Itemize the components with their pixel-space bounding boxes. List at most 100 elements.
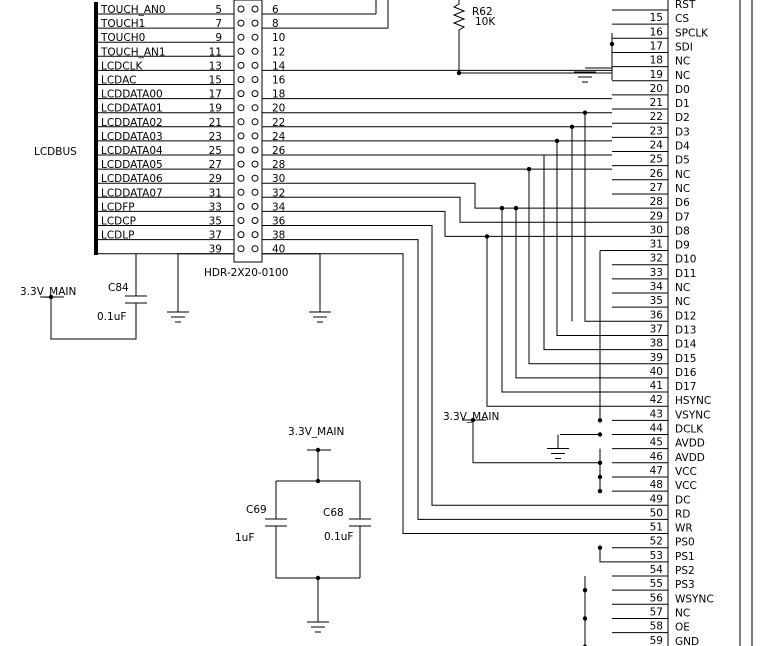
wire: [262, 239, 612, 520]
header-pin-circle: [237, 146, 245, 154]
header-pin-circle: [251, 19, 259, 27]
lcd-pin-name: D1: [675, 98, 690, 110]
lcd-pin-number: 23: [650, 125, 663, 137]
header-pin-even: 16: [272, 75, 286, 87]
lcd-pin-number: 27: [650, 182, 663, 194]
wire: [50, 297, 137, 340]
lcd-pin-number: 22: [650, 111, 663, 123]
header-pin-odd: 23: [209, 131, 222, 143]
lcd-pin-number: 20: [650, 83, 663, 95]
bus-signal-label: LCDDATA03: [101, 131, 163, 143]
header-pin-circle: [237, 118, 245, 126]
bus-signal-label: LCDDATA07: [101, 187, 163, 199]
lcd-pin-name: WSYNC: [675, 593, 714, 605]
wire: [262, 225, 612, 506]
lcd-pin-number: 31: [650, 239, 663, 251]
header-pin-odd: 27: [209, 159, 222, 171]
resistor-value: 10K: [475, 16, 496, 28]
lcd-pin-name: PS1: [675, 551, 695, 563]
lcd-pin-number: 54: [650, 564, 664, 576]
header-pin-circle: [251, 132, 259, 140]
header-pin-circle: [251, 47, 259, 55]
lcd-pin-number: 46: [650, 451, 664, 463]
lcd-pin-number: 37: [650, 323, 663, 335]
junction-dot: [582, 616, 588, 621]
lcd-pin-number: 16: [650, 26, 664, 38]
lcd-pin-number: 36: [650, 309, 664, 321]
header-pin-circle: [251, 174, 259, 182]
lcd-pin-number: 59: [650, 635, 663, 646]
wire: [262, 253, 612, 535]
lcd-pin-number: 48: [650, 479, 663, 491]
header-pin-circle: [237, 245, 245, 253]
c68-ref: C68: [323, 507, 344, 519]
wire: [472, 420, 600, 464]
bus-signal-label: LCDLP: [101, 230, 134, 242]
lcd-pin-number: 44: [650, 423, 664, 435]
bus-signal-label: LCDDATA02: [101, 117, 163, 129]
lcd-pin-number: 15: [650, 12, 663, 24]
bus-signal-label: TOUCH_AN1: [100, 46, 166, 58]
bus-signal-label: TOUCH1: [100, 18, 145, 30]
lcd-pin-name: D2: [675, 112, 690, 124]
header-pin-even: 34: [272, 201, 286, 213]
header-pin-odd: 5: [215, 4, 222, 16]
lcd-pin-name: D16: [675, 367, 697, 379]
lcd-pin-number: 34: [650, 281, 664, 293]
lcd-pin-name: NC: [675, 70, 690, 82]
header-pin-odd: 9: [215, 32, 222, 44]
lcd-pin-number: 53: [650, 550, 663, 562]
lcd-pin-name: AVDD: [675, 452, 705, 464]
lcd-pin-number: 35: [650, 295, 663, 307]
resistor-r62: [452, 0, 466, 73]
junction-dot: [582, 587, 588, 593]
lcd-pin-name: WR: [675, 523, 693, 535]
junction-dot: [315, 478, 321, 484]
lcd-pin-number: 52: [650, 536, 663, 548]
lcd-pin-number: 25: [650, 154, 663, 166]
header-pin-odd: 13: [209, 60, 222, 72]
c69-ref: C69: [246, 504, 267, 516]
header-pin-circle: [251, 231, 259, 239]
wire: [486, 236, 612, 407]
header-pin-odd: 29: [209, 173, 222, 185]
lcd-pin-name: D17: [675, 381, 696, 393]
lcd-pin-number: 42: [650, 394, 663, 406]
header-pin-even: 36: [272, 216, 286, 228]
header-pin-odd: 21: [209, 117, 222, 129]
bus-signal-label: LCDDATA05: [101, 159, 163, 171]
header-pin-circle: [237, 19, 245, 27]
wire: [515, 208, 612, 379]
bus-signal-label: LCDAC: [101, 75, 136, 87]
header-pin-circle: [251, 33, 259, 41]
wire: [262, 182, 612, 209]
lcd-pin-name: NC: [675, 56, 690, 68]
lcd-pin-name: D7: [675, 211, 690, 223]
header-pin-odd: 17: [209, 89, 222, 101]
lcd-pin-number: 32: [650, 253, 663, 265]
junction-dot: [597, 418, 603, 423]
bus-signal-label: LCDCLK: [101, 60, 143, 72]
power-label-left: 3.3V_MAIN: [20, 286, 76, 298]
c68-value: 0.1uF: [324, 531, 353, 543]
header-pin-circle: [237, 76, 245, 83]
header-pin-even: 10: [272, 32, 285, 44]
wire: [584, 112, 612, 322]
bus-signal-label: LCDDATA01: [101, 103, 163, 115]
lcd-pin-number: 45: [650, 437, 663, 449]
lcd-pin-name: D8: [675, 225, 690, 237]
lcd-pin-name: NC: [675, 169, 690, 181]
bus-signal-label: LCDFP: [101, 201, 135, 213]
header-pin-odd: 37: [209, 230, 222, 242]
bus-signal-label: LCDDATA04: [101, 145, 163, 157]
bus-signal-label: TOUCH_AN0: [100, 4, 166, 16]
lcd-pin-number: 51: [650, 522, 663, 534]
lcd-pin-name: AVDD: [675, 438, 705, 450]
lcd-pin-name: NC: [675, 282, 690, 294]
header-pin-even: 40: [272, 244, 285, 256]
header-pin-odd: 7: [215, 18, 222, 30]
lcd-pin-number: 18: [650, 55, 663, 67]
junction-dot: [597, 474, 603, 480]
power-label-right: 3.3V_MAIN: [443, 411, 499, 423]
